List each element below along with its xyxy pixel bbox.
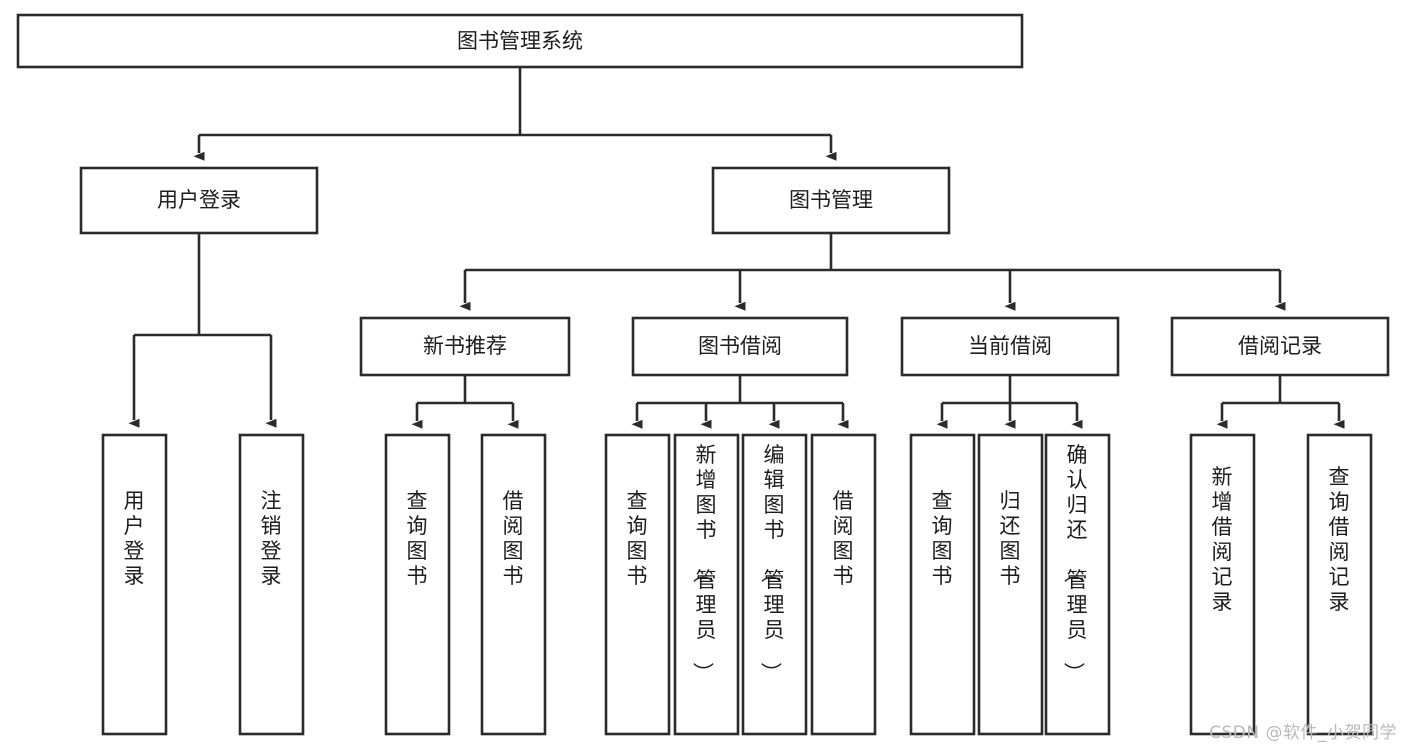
- node-leaf-logout-label: 注销登录: [261, 489, 282, 588]
- node-leaf-add-book[interactable]: 新增图书（管理员）: [673, 433, 740, 736]
- node-root-label: 图书管理系统: [457, 29, 583, 53]
- node-borrow-record-box: [1170, 316, 1390, 377]
- node-leaf-logout[interactable]: 注销登录: [238, 433, 305, 736]
- node-leaf-query-book-1-label: 查询图书: [407, 489, 428, 588]
- node-leaf-query-book-1-box: [384, 433, 451, 736]
- node-book-borrow[interactable]: 图书借阅: [631, 316, 849, 377]
- node-leaf-add-book-label: 新增图书（管理员）: [691, 443, 717, 683]
- node-user-login[interactable]: 用户登录: [79, 166, 319, 235]
- node-leaf-query-book-2[interactable]: 查询图书: [604, 433, 671, 736]
- node-current-borrow-label: 当前借阅: [968, 334, 1052, 358]
- node-borrow-record[interactable]: 借阅记录: [1170, 316, 1390, 377]
- node-book-manage[interactable]: 图书管理: [711, 166, 951, 235]
- node-leaf-add-book-box: [673, 433, 740, 736]
- node-leaf-edit-book[interactable]: 编辑图书（管理员）: [741, 433, 808, 736]
- node-leaf-query-book-3-label: 查询图书: [932, 489, 953, 588]
- node-book-borrow-label: 图书借阅: [698, 334, 782, 358]
- node-leaf-return-book-label: 归还图书: [1000, 489, 1021, 588]
- node-leaf-borrow-book-2-box: [810, 433, 877, 736]
- node-leaf-query-record[interactable]: 查询借阅记录: [1306, 433, 1373, 736]
- node-current-borrow-box: [900, 316, 1120, 377]
- node-leaf-add-record[interactable]: 新增借阅记录: [1189, 433, 1256, 736]
- node-borrow-record-label: 借阅记录: [1238, 334, 1322, 358]
- node-leaf-query-book-2-label: 查询图书: [627, 489, 648, 588]
- node-leaf-borrow-book-2[interactable]: 借阅图书: [810, 433, 877, 736]
- node-leaf-edit-book-box: [741, 433, 808, 736]
- node-leaf-add-record-label: 新增借阅记录: [1212, 465, 1233, 614]
- node-leaf-query-book-1[interactable]: 查询图书: [384, 433, 451, 736]
- node-leaf-query-record-box: [1306, 433, 1373, 736]
- node-leaf-borrow-book-1-box: [480, 433, 547, 736]
- node-leaf-query-book-2-box: [604, 433, 671, 736]
- node-leaf-logout-box: [238, 433, 305, 736]
- node-leaf-borrow-book-1-label: 借阅图书: [503, 489, 524, 588]
- node-leaf-query-book-3[interactable]: 查询图书: [909, 433, 976, 736]
- node-leaf-user-login[interactable]: 用户登录: [101, 433, 168, 736]
- node-new-book-recommend[interactable]: 新书推荐: [359, 316, 571, 377]
- node-leaf-user-login-box: [101, 433, 168, 736]
- node-user-login-label: 用户登录: [157, 188, 241, 212]
- node-root-box: [16, 13, 1024, 69]
- node-leaf-add-record-box: [1189, 433, 1256, 736]
- node-root[interactable]: 图书管理系统: [16, 13, 1024, 69]
- node-leaf-return-book[interactable]: 归还图书: [977, 433, 1044, 736]
- node-current-borrow[interactable]: 当前借阅: [900, 316, 1120, 377]
- node-leaf-query-record-label: 查询借阅记录: [1329, 465, 1350, 614]
- node-leaf-edit-book-label: 编辑图书（管理员）: [759, 443, 785, 683]
- node-leaf-borrow-book-2-label: 借阅图书: [833, 489, 854, 588]
- node-new-book-recommend-label: 新书推荐: [423, 334, 507, 358]
- node-leaf-query-book-3-box: [909, 433, 976, 736]
- node-new-book-recommend-box: [359, 316, 571, 377]
- node-book-manage-label: 图书管理: [789, 188, 873, 212]
- node-leaf-confirm-return-label: 确认归还（管理员）: [1062, 443, 1088, 683]
- node-book-manage-box: [711, 166, 951, 235]
- node-leaf-return-book-box: [977, 433, 1044, 736]
- node-leaf-borrow-book-1[interactable]: 借阅图书: [480, 433, 547, 736]
- connectors: [128, 67, 1345, 429]
- node-leaf-confirm-return[interactable]: 确认归还（管理员）: [1044, 433, 1111, 736]
- node-leaf-confirm-return-box: [1044, 433, 1111, 736]
- node-leaf-user-login-label: 用户登录: [124, 489, 145, 588]
- node-user-login-box: [79, 166, 319, 235]
- node-book-borrow-box: [631, 316, 849, 377]
